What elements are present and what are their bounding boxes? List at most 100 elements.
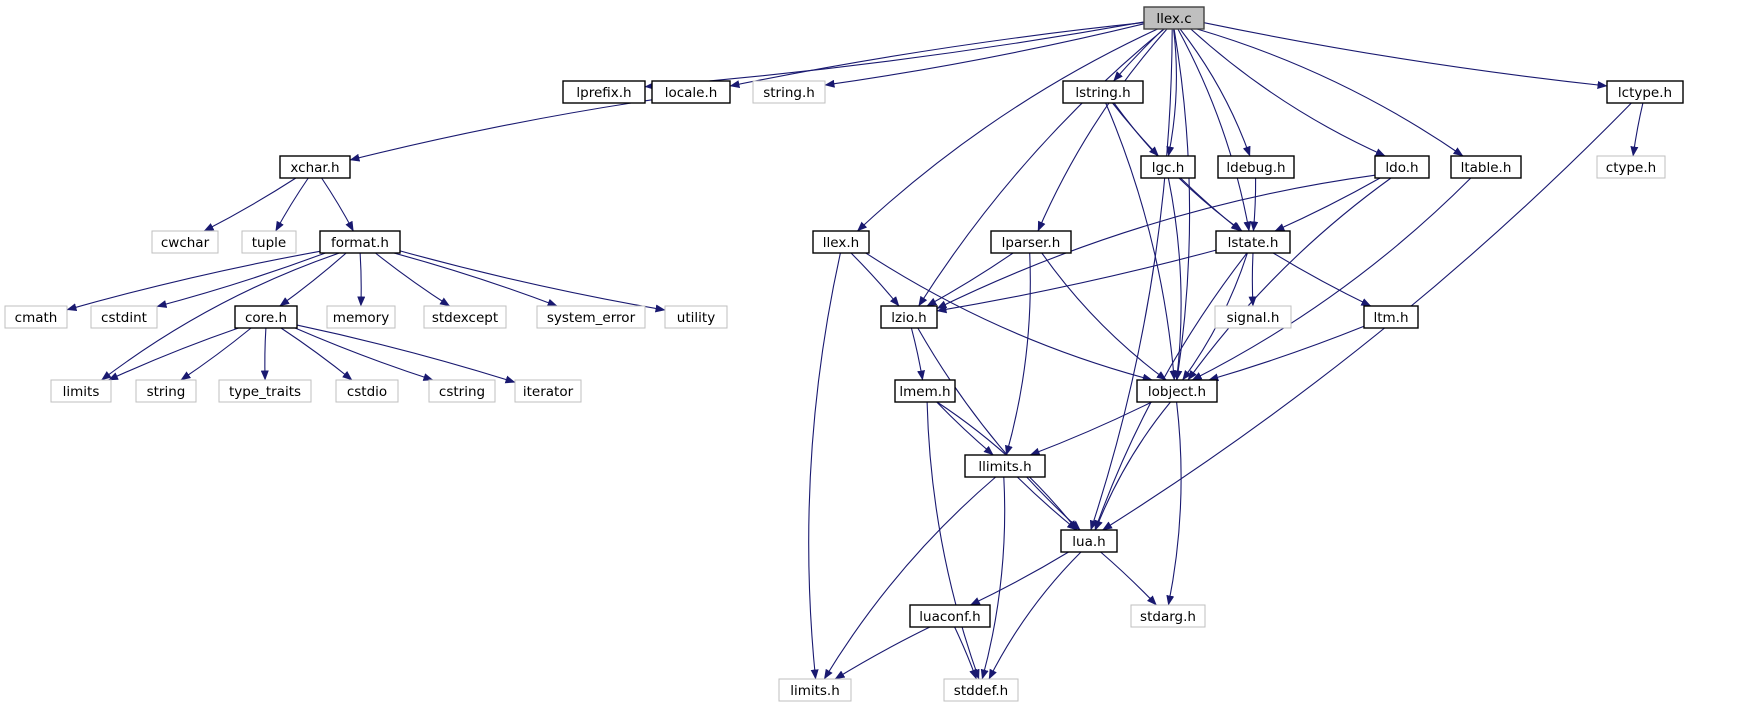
node-lstring-h[interactable]: lstring.h — [1062, 80, 1144, 104]
edge-llex_c-to-lstate_h — [1177, 28, 1252, 232]
node-lctype-h[interactable]: lctype.h — [1606, 80, 1684, 104]
node-xchar-h[interactable]: xchar.h — [279, 155, 351, 179]
node-format-h[interactable]: format.h — [319, 230, 401, 254]
node-box — [943, 678, 1019, 702]
node-box — [4, 305, 68, 329]
node-label: utility — [677, 310, 715, 326]
node-lprefix-h[interactable]: lprefix.h — [562, 80, 646, 104]
edge-line — [1089, 28, 1173, 531]
node-ltm-h[interactable]: ltm.h — [1363, 305, 1419, 329]
edge-line — [156, 252, 326, 308]
edge-line — [1179, 28, 1251, 157]
node-stdarg-h: stdarg.h — [1130, 604, 1206, 628]
edge-line — [1041, 252, 1167, 381]
node-label: lparser.h — [1002, 235, 1061, 251]
node-locale-h[interactable]: locale.h — [651, 80, 731, 104]
node-stdexcept: stdexcept — [423, 305, 507, 329]
edge-lstring_h-to-lobject_h — [1105, 102, 1178, 381]
node-lmem-h[interactable]: lmem.h — [894, 379, 956, 403]
edge-line — [1203, 22, 1608, 89]
node-box — [909, 604, 991, 628]
edge-lobject_h-to-lua_h — [1094, 401, 1171, 531]
edge-line — [1190, 28, 1386, 157]
edge-format_h-to-core_h — [279, 252, 347, 307]
edge-llex_c-to-locale_h — [729, 22, 1145, 89]
edge-line — [1250, 177, 1259, 232]
node-lobject-h[interactable]: lobject.h — [1136, 379, 1218, 403]
edge-line — [988, 551, 1082, 680]
edge-locale_h-to-xchar_h — [349, 99, 653, 162]
edge-line — [954, 626, 977, 680]
edge-ldo_h-to-lobject_h — [1187, 177, 1392, 381]
node-box — [964, 454, 1046, 478]
node-limits: limits — [50, 379, 112, 403]
edge-llex_c-to-string_h — [824, 23, 1145, 88]
node-label: ldo.h — [1385, 160, 1418, 176]
node-box — [1214, 305, 1292, 329]
edge-line — [850, 252, 900, 307]
node-llex-c[interactable]: llex.c — [1143, 6, 1205, 30]
node-llimits-h[interactable]: llimits.h — [964, 454, 1046, 478]
node-llex-h[interactable]: llex.h — [812, 230, 870, 254]
node-memory: memory — [326, 305, 396, 329]
node-label: type_traits — [229, 384, 301, 400]
node-label: cwchar — [161, 235, 210, 251]
edge-line — [1196, 28, 1464, 157]
edge-line — [296, 324, 516, 384]
edge-lua_h-to-luaconf_h — [969, 551, 1069, 606]
edge-line — [294, 327, 434, 381]
edge-line — [926, 401, 980, 680]
node-box — [234, 305, 298, 329]
edge-line — [1166, 401, 1182, 606]
node-box — [279, 155, 351, 179]
edge-line — [1274, 177, 1381, 232]
edge-line — [108, 327, 239, 381]
node-lparser-h[interactable]: lparser.h — [990, 230, 1072, 254]
edge-llex_h-to-limits_h — [808, 252, 841, 680]
node-box — [1130, 604, 1206, 628]
edge-lmem_h-to-llimits_h — [936, 401, 994, 456]
node-label: llex.h — [823, 235, 859, 251]
node-string-h: string.h — [752, 80, 826, 104]
edge-format_h-to-limits — [101, 252, 340, 381]
node-label: luaconf.h — [919, 609, 980, 625]
node-luaconf-h[interactable]: luaconf.h — [909, 604, 991, 628]
edge-line — [910, 327, 925, 381]
edge-lzio_h-to-lmem_h — [910, 327, 925, 381]
edge-format_h-to-memory — [357, 252, 366, 307]
edge-luaconf_h-to-limits_h — [834, 626, 931, 680]
node-ldo-h[interactable]: ldo.h — [1374, 155, 1430, 179]
edge-line — [349, 99, 653, 162]
edge-llex_c-to-ldo_h — [1190, 28, 1386, 157]
node-lzio-h[interactable]: lzio.h — [880, 305, 938, 329]
edge-llex_c-to-llex_h — [857, 28, 1158, 232]
edge-line — [834, 626, 931, 680]
node-box — [135, 379, 197, 403]
node-box — [241, 230, 297, 254]
node-label: llimits.h — [978, 459, 1031, 475]
node-label: format.h — [331, 235, 389, 251]
edge-lua_h-to-stdarg_h — [1100, 551, 1157, 606]
edge-lctype_h-to-ctype_h — [1630, 102, 1644, 157]
node-box — [880, 305, 938, 329]
node-box — [1363, 305, 1419, 329]
node-ldebug-h[interactable]: ldebug.h — [1217, 155, 1295, 179]
node-label: tuple — [252, 235, 286, 251]
node-label: ctype.h — [1606, 160, 1656, 176]
edges-layer — [66, 21, 1644, 680]
edge-line — [1173, 28, 1191, 381]
node-cstring: cstring — [428, 379, 496, 403]
node-lgc-h[interactable]: lgc.h — [1140, 155, 1196, 179]
node-lua-h[interactable]: lua.h — [1060, 529, 1118, 553]
node-box — [1217, 155, 1295, 179]
node-label: cstdio — [347, 384, 387, 400]
edge-line — [203, 177, 297, 232]
node-box — [1140, 155, 1196, 179]
node-cstdio: cstdio — [335, 379, 399, 403]
node-lstate-h[interactable]: lstate.h — [1215, 230, 1291, 254]
node-ltable-h[interactable]: ltable.h — [1450, 155, 1522, 179]
node-core-h[interactable]: core.h — [234, 305, 298, 329]
node-box — [90, 305, 158, 329]
